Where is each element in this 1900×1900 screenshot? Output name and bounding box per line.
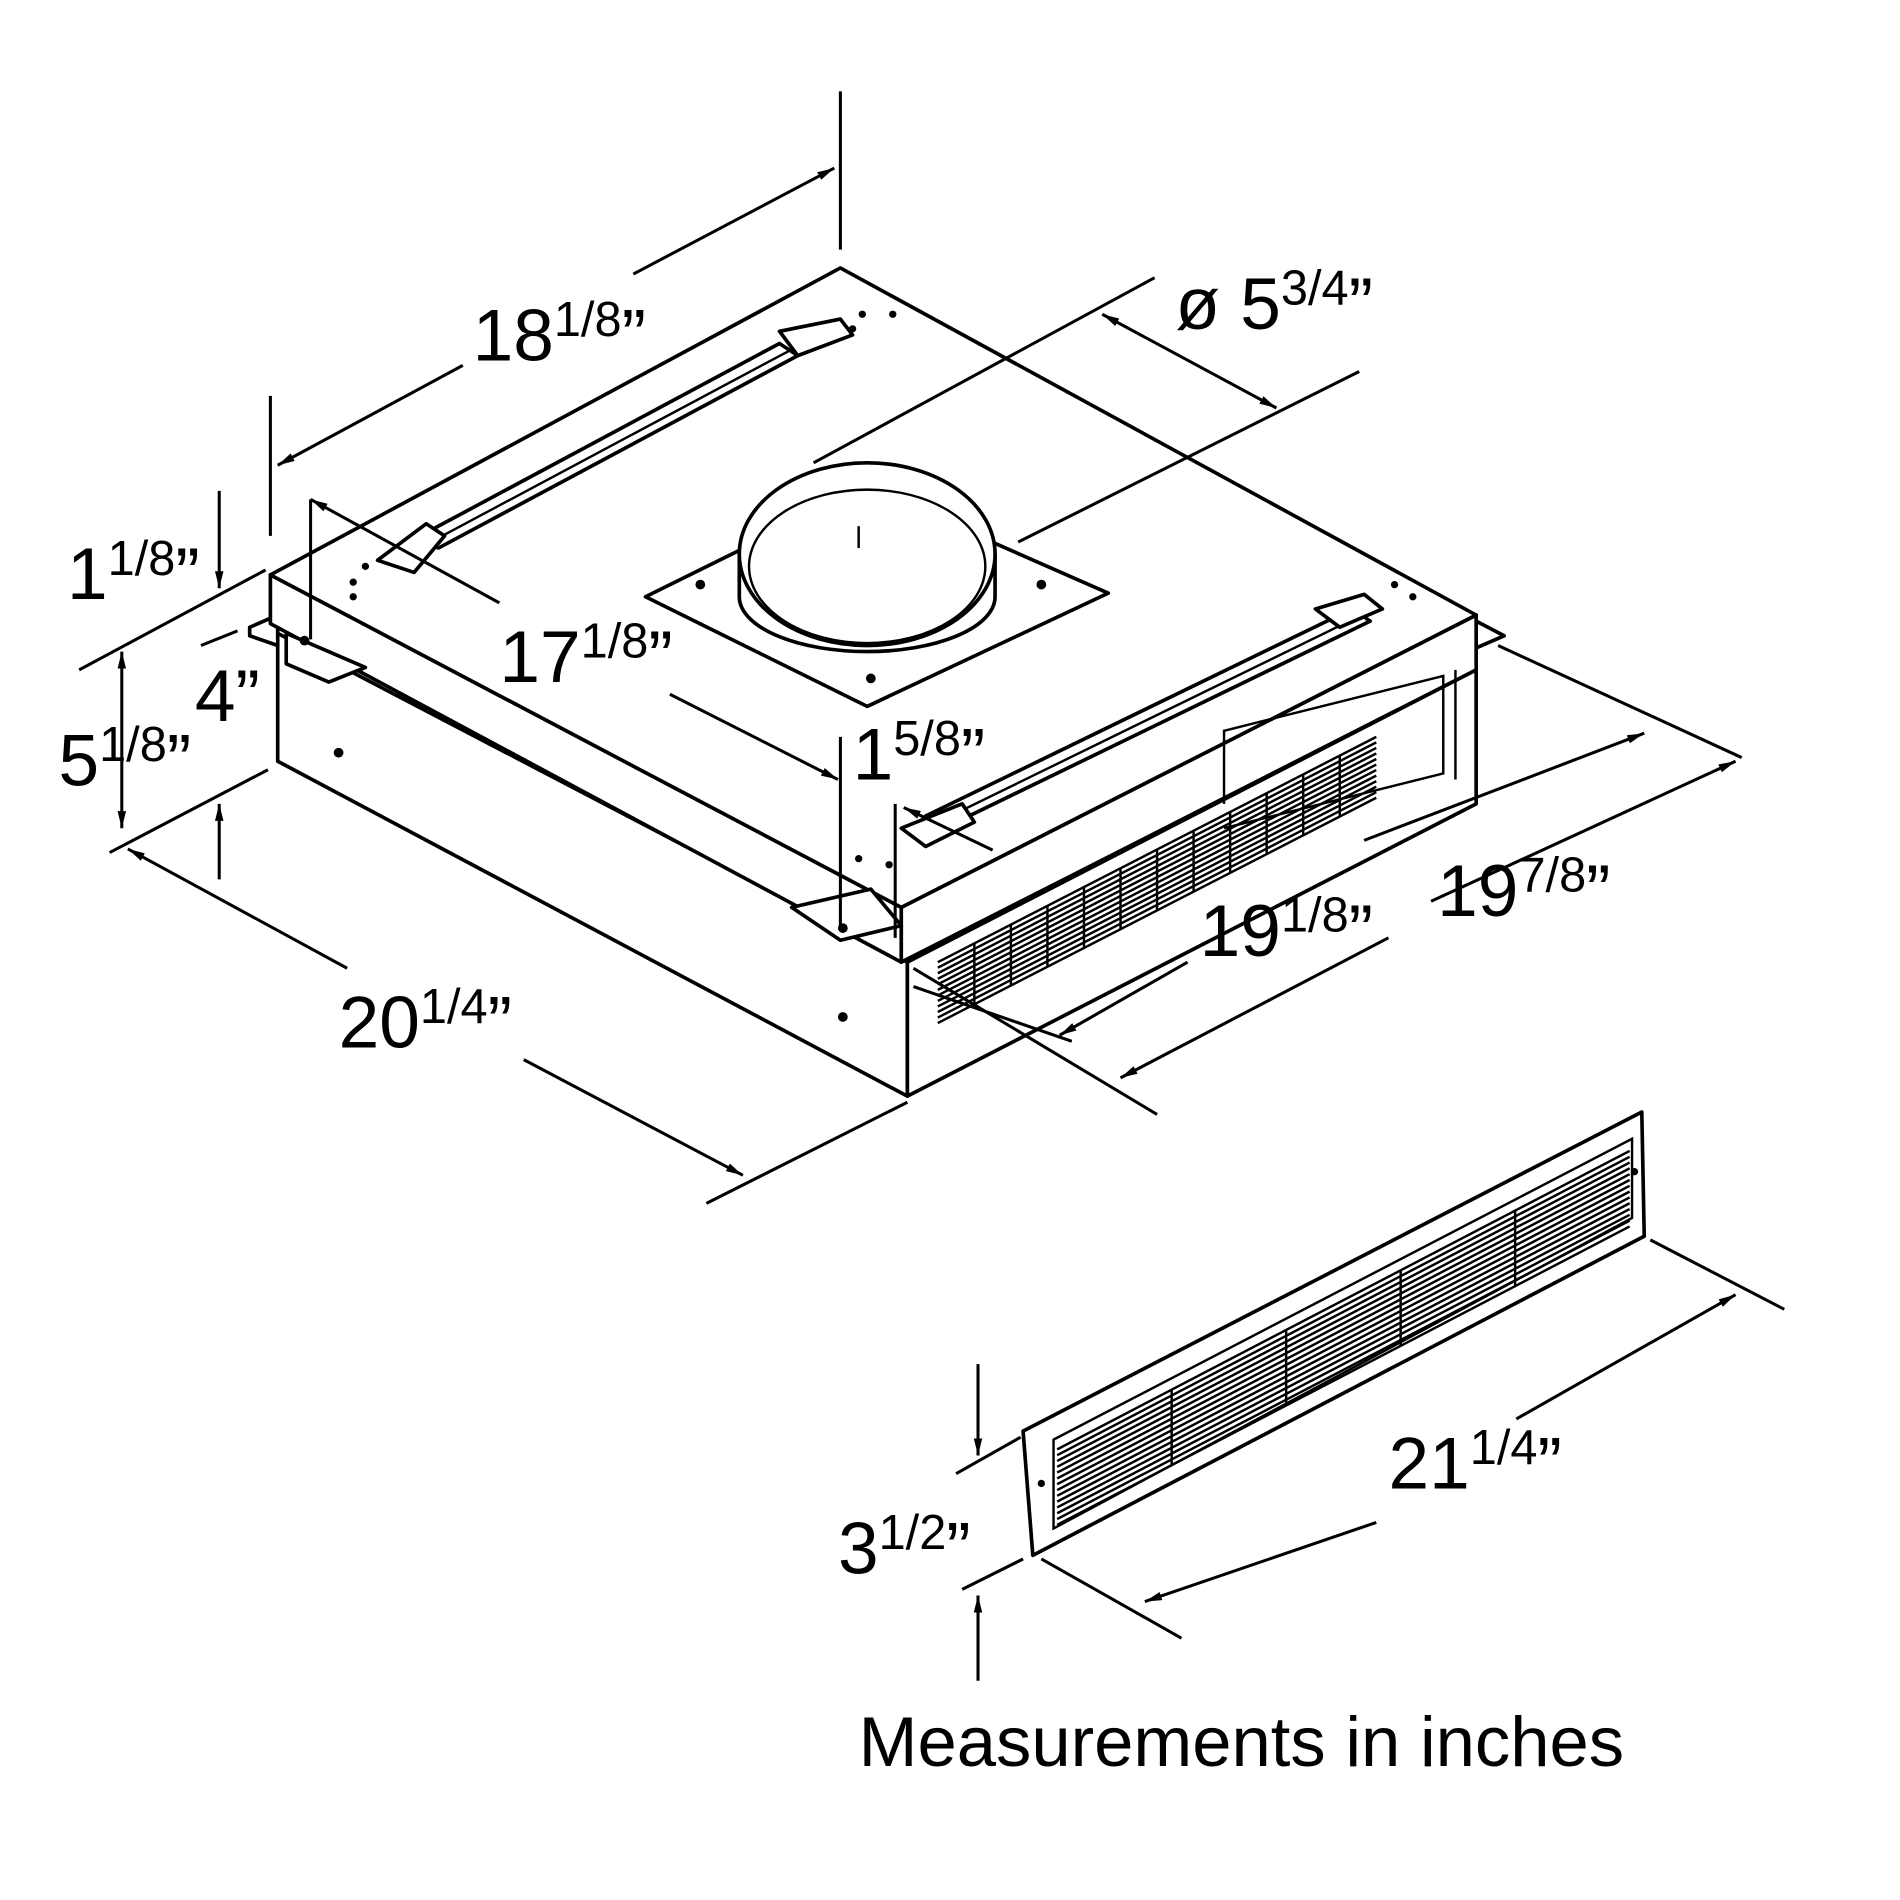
label-duct-diameter: ø 53/4” [1175,261,1373,344]
mounting-rail-rear [375,317,855,575]
louver-slat [1056,1225,1631,1526]
louver-slat [1056,1173,1631,1474]
label-20-1-4: 201/4” [339,980,512,1063]
duct-collar [737,460,997,654]
front-grille [1021,1110,1647,1558]
hood-housing [247,266,1506,1098]
louver-slat [1056,1184,1631,1486]
front-opening [1222,674,1445,830]
label-21-1-4: 211/4” [1388,1421,1561,1504]
label-1-5-8: 15/8” [853,712,986,795]
label-19-1-8: 191/8” [1200,889,1373,972]
label-4: 4” [195,656,260,737]
mount-tab-front [789,887,904,943]
louver-slat [1056,1178,1631,1480]
louver-slat [1056,1219,1631,1521]
louver-slat [1056,1161,1631,1463]
side-flange-right [1474,619,1506,650]
dimension-lines [78,91,1785,1681]
louver-slat [1056,1190,1631,1492]
label-5-1-8: 51/8” [58,718,191,801]
label-17-1-8: 171/8” [499,615,672,698]
measurement-note: Measurements in inches [859,1702,1624,1781]
mount-tab-left [284,631,368,684]
louver-slat [1056,1167,1631,1468]
label-3-1-2: 31/2” [838,1506,971,1589]
louver-slat [1056,1149,1631,1451]
louver-slat [1056,1207,1631,1509]
label-1-1-8: 11/8” [67,532,200,615]
label-18-1-8: 181/8” [473,293,646,376]
louver-slat [1056,1213,1631,1515]
housing-grille [937,735,1377,1025]
label-19-7-8: 197/8” [1437,849,1610,932]
louver-slat [1056,1202,1631,1503]
dimension-labels: 181/8” ø 53/4” 11/8” 4” 51/8” 171/8” 15/… [58,261,1624,1781]
screw-holes [299,310,1417,1022]
plate-screw-holes [695,579,1047,684]
louver-slat [1056,1155,1631,1457]
louver-slat [1056,1196,1631,1497]
